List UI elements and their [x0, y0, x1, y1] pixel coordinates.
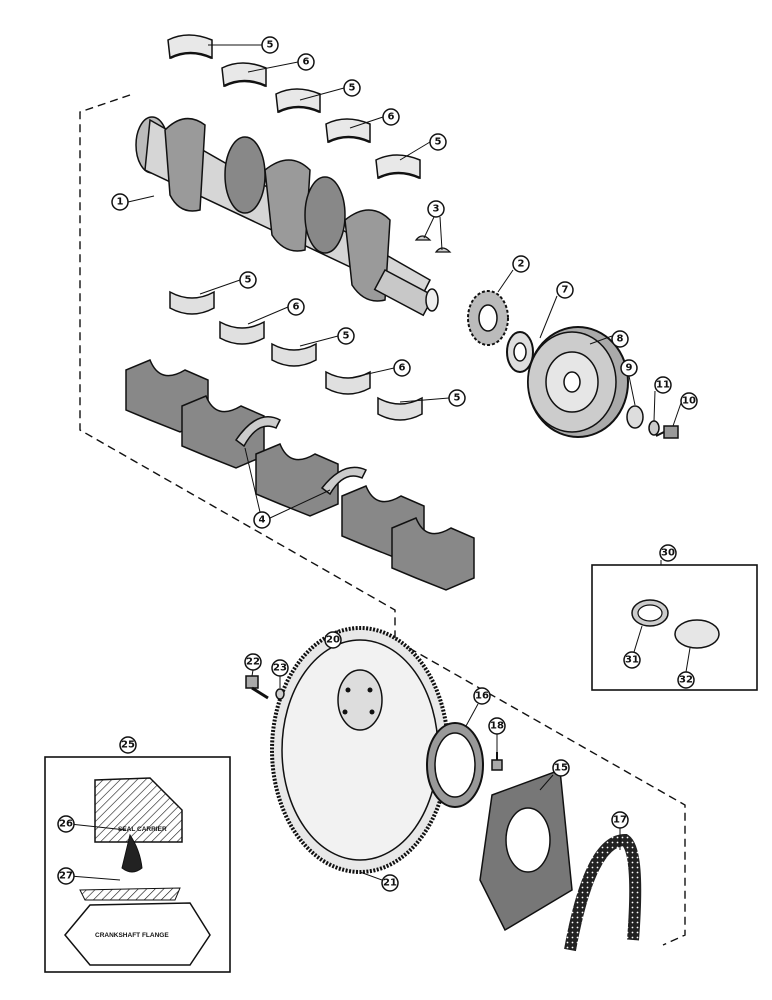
callout-15: 15 [554, 763, 568, 774]
lower-bearing-shell-5 [377, 396, 423, 421]
lock-washer [648, 420, 660, 436]
callout-5b: 5 [349, 83, 356, 94]
callout-5f: 5 [454, 393, 461, 404]
callout-21: 21 [383, 878, 397, 889]
callout-31: 31 [625, 655, 639, 666]
callout-5a: 5 [267, 40, 274, 51]
thrust-washer-1 [234, 416, 281, 448]
oil-slinger [506, 331, 534, 373]
callout-17: 17 [613, 815, 627, 826]
callout-22: 22 [246, 657, 260, 668]
pulley-washer [626, 405, 644, 429]
callout-leaders [69, 44, 691, 881]
main-bearing-cap-3 [255, 443, 339, 517]
callout-3: 3 [433, 204, 440, 215]
inset-30-box [591, 564, 758, 691]
flywheel-bolt-washer [275, 688, 285, 700]
callout-2: 2 [518, 259, 525, 270]
flywheel-bolt [245, 675, 269, 700]
rear-seal-packing [564, 833, 642, 952]
lower-bearing-shell-4 [325, 370, 371, 395]
upper-bearing-shell-5 [375, 154, 421, 180]
lower-bearing-shell-3 [271, 342, 317, 367]
upper-bearing-shell-4 [325, 118, 371, 144]
callout-8: 8 [617, 334, 624, 345]
crankshaft-pulley [527, 326, 629, 438]
crankshaft-flange-label: CRANKSHAFT FLANGE [95, 932, 169, 939]
callout-30: 30 [661, 548, 675, 559]
crankshaft-flange-section [64, 902, 211, 966]
main-bearing-cap-5 [391, 517, 475, 591]
callout-6b: 6 [388, 112, 395, 123]
callout-5d: 5 [245, 275, 252, 286]
seal-carrier [479, 768, 573, 932]
callout-1: 1 [117, 197, 124, 208]
seal-carrier-bolt [491, 752, 503, 771]
callout-10: 10 [682, 396, 696, 407]
seal-carrier-label: SEAL CARRIER [118, 826, 167, 833]
seal-lip-section [121, 833, 143, 873]
flange-hatch [79, 887, 181, 901]
rear-seal [426, 722, 484, 808]
callout-7: 7 [562, 285, 569, 296]
thrust-washer-2 [320, 466, 368, 496]
lower-bearing-shell-2 [219, 320, 265, 345]
woodruff-keys [414, 235, 452, 253]
callout-4: 4 [259, 515, 266, 526]
callout-5c: 5 [435, 137, 442, 148]
callout-25: 25 [121, 740, 135, 751]
upper-bearing-shell-3 [275, 88, 321, 114]
seal-carrier-section [94, 777, 183, 843]
callout-23: 23 [273, 663, 287, 674]
callout-26: 26 [59, 819, 73, 830]
bushing-sleeve [631, 599, 669, 627]
crankshaft-gear [467, 290, 509, 346]
assembly-boundary-dashed [79, 94, 686, 946]
callout-11: 11 [656, 380, 670, 391]
callout-6c: 6 [293, 302, 300, 313]
callout-16: 16 [475, 691, 489, 702]
upper-bearing-shell-1 [167, 34, 213, 60]
upper-bearing-shell-2 [221, 62, 267, 88]
callout-6a: 6 [303, 57, 310, 68]
callout-32: 32 [679, 675, 693, 686]
callout-marks [57, 36, 698, 892]
callout-20: 20 [326, 635, 340, 646]
callout-5e: 5 [343, 331, 350, 342]
callout-18: 18 [490, 721, 504, 732]
pulley-bolt [655, 425, 679, 439]
bushing-plug [674, 619, 720, 649]
lower-bearing-shell-1 [169, 290, 215, 315]
callout-27: 27 [59, 871, 73, 882]
callout-9: 9 [626, 363, 633, 374]
flywheel [270, 626, 450, 874]
callout-6d: 6 [399, 363, 406, 374]
main-bearing-cap-2 [181, 395, 265, 469]
crankshaft [135, 116, 439, 317]
